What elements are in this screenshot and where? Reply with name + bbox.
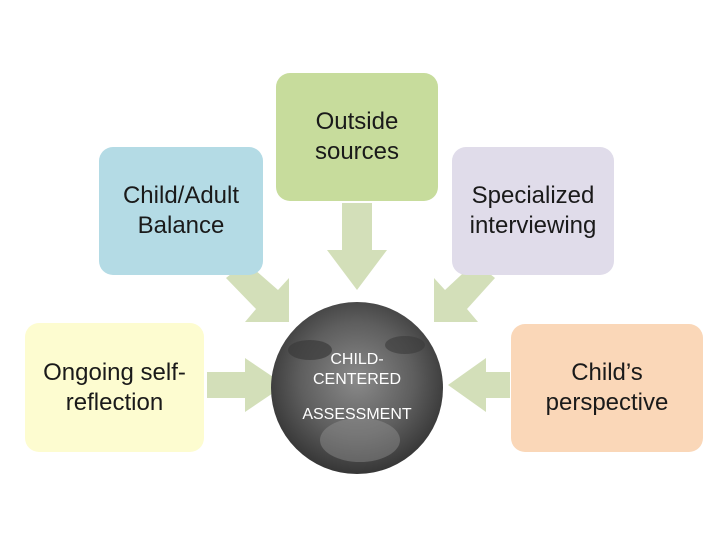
face-shadow-left — [288, 340, 332, 360]
node-specialized-interviewing: Specialized interviewing — [452, 147, 614, 275]
face-highlight — [320, 418, 400, 462]
arrow-ongoing-self-reflection — [207, 358, 285, 412]
node-ongoing-self-reflection-label: Ongoing self- reflection — [43, 358, 186, 416]
arrow-outside-sources — [327, 203, 387, 290]
face-shadow-right — [385, 336, 425, 354]
node-childs-perspective: Child’s perspective — [511, 324, 703, 452]
arrow-childs-perspective — [448, 358, 510, 412]
node-childs-perspective-label: Child’s perspective — [545, 359, 669, 416]
node-outside-sources-label: Outside sources — [314, 108, 400, 165]
node-child-adult-balance: Child/Adult Balance — [99, 147, 263, 275]
node-outside-sources: Outside sources — [276, 73, 438, 201]
arrow-specialized-interviewing — [434, 262, 495, 322]
arrow-child-adult-balance — [226, 262, 289, 322]
node-child-adult-balance-label: Child/Adult Balance — [122, 182, 240, 239]
node-ongoing-self-reflection: Ongoing self- reflection — [25, 323, 204, 452]
center-label-line1: CHILD- CENTERED — [312, 351, 401, 388]
node-specialized-interviewing-label: Specialized interviewing — [469, 182, 597, 239]
center-label-line2: ASSESSMENT — [302, 406, 412, 423]
